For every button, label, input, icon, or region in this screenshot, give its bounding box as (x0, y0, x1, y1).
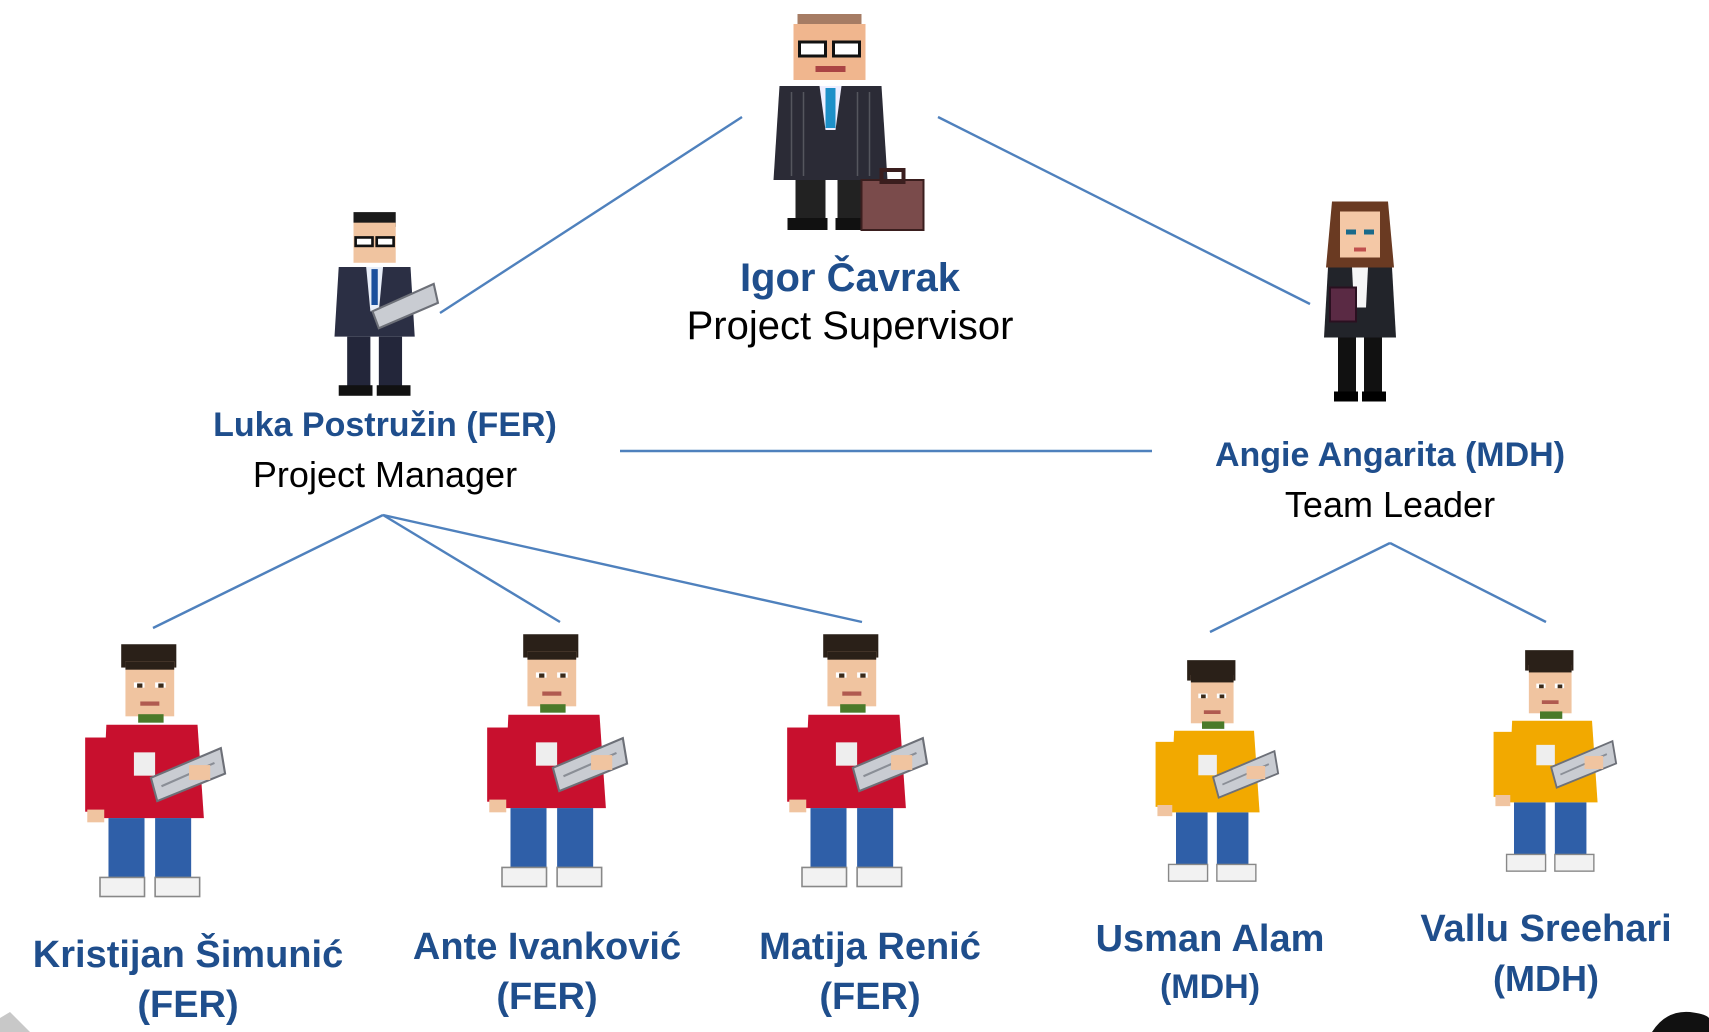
developer-red-hoodie-laptop-icon (480, 630, 630, 895)
connector-manager-member3 (382, 513, 863, 624)
member-3-name: Matija Renić (759, 926, 981, 968)
developer-yellow-hoodie-laptop-icon (1488, 630, 1618, 895)
connector-leader-member4 (1209, 541, 1391, 634)
leader-name: Angie Angarita (MDH) (1214, 436, 1566, 474)
leader-role: Team Leader (1284, 484, 1496, 525)
leader-label: Angie Angarita (MDH) Team Leader (1170, 430, 1610, 530)
member-4-label: Usman Alam (MDH) (1060, 914, 1360, 1010)
connector-supervisor-leader (937, 115, 1311, 306)
connector-leader-member5 (1389, 541, 1547, 624)
member-2-affiliation: (FER) (496, 976, 598, 1018)
member-5-name: Vallu Sreehari (1420, 908, 1672, 950)
manager-label: Luka Postružin (FER) Project Manager (170, 400, 600, 500)
connector-manager-member1 (152, 513, 384, 630)
member-1-label: Kristijan Šimunić (FER) (0, 930, 376, 1030)
developer-red-hoodie-laptop-icon (78, 640, 228, 905)
connector-supervisor-manager (439, 115, 743, 315)
suited-supervisor-with-briefcase-icon (755, 10, 930, 235)
member-4-name: Usman Alam (1095, 918, 1325, 960)
businesswoman-with-folder-icon (1310, 190, 1410, 415)
supervisor-role: Project Supervisor (686, 304, 1014, 348)
member-3-affiliation: (FER) (819, 976, 921, 1018)
member-4-affiliation: (MDH) (1159, 968, 1261, 1006)
manager-name: Luka Postružin (FER) (213, 406, 557, 444)
suited-manager-with-laptop-icon (322, 210, 442, 400)
corner-ornament-left-icon (0, 1012, 30, 1032)
member-1-affiliation: (FER) (137, 984, 239, 1026)
manager-role: Project Manager (252, 454, 518, 495)
member-5-label: Vallu Sreehari (MDH) (1386, 904, 1706, 1004)
supervisor-name: Igor Čavrak (739, 256, 961, 300)
developer-yellow-hoodie-laptop-icon (1150, 640, 1280, 905)
member-2-name: Ante Ivanković (412, 926, 682, 968)
member-3-label: Matija Renić (FER) (720, 922, 1020, 1022)
member-1-name: Kristijan Šimunić (32, 934, 344, 976)
member-5-affiliation: (MDH) (1493, 958, 1599, 999)
corner-logo-fragment-icon (1652, 1011, 1709, 1032)
supervisor-label: Igor Čavrak Project Supervisor (620, 254, 1080, 350)
member-2-label: Ante Ivanković (FER) (380, 922, 714, 1022)
developer-red-hoodie-laptop-icon (780, 630, 930, 895)
connector-manager-member2 (382, 513, 561, 624)
